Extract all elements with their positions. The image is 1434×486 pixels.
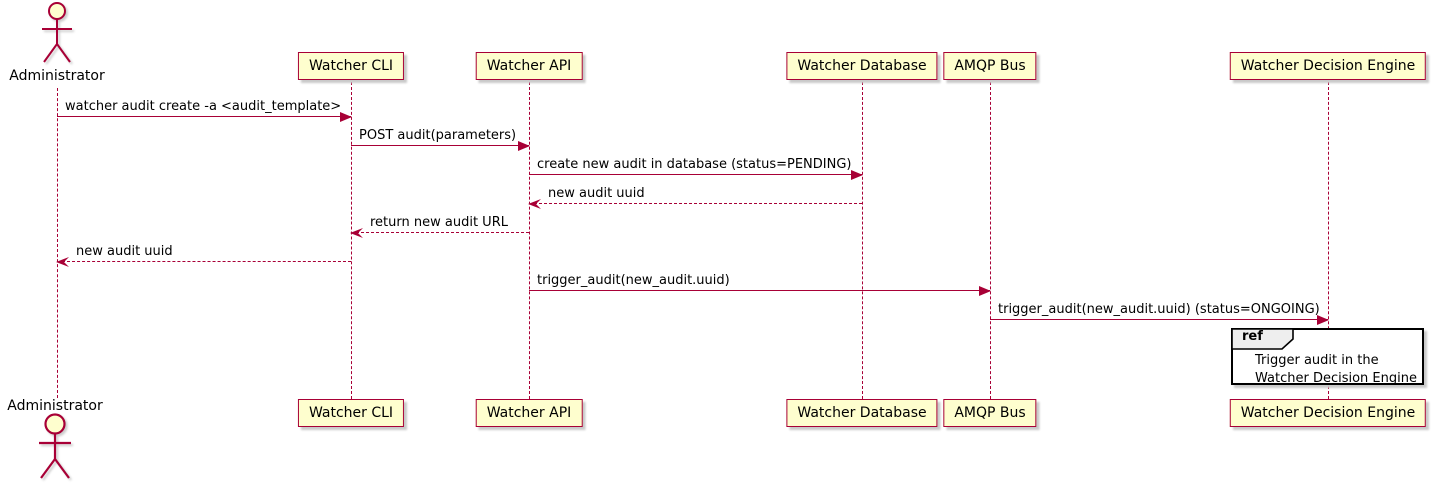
actor-label-top: Administrator [9,68,105,84]
arrowhead-left-icon [528,199,541,209]
participant-watcher-cli-top: Watcher CLI [297,52,405,80]
message-new-audit-uuid-to-admin: new audit uuid [56,244,351,267]
participant-label: Watcher Decision Engine [1240,57,1416,74]
participant-label: Watcher Database [797,404,927,421]
actor-icon-top [42,2,72,63]
ref-fragment: ref Trigger audit in the Watcher Decisio… [1231,328,1424,388]
participant-label: Watcher Database [797,57,927,74]
message-return-audit-url: return new audit URL [350,215,529,238]
participant-watcher-database-top: Watcher Database [786,52,938,80]
message-line [356,232,529,233]
participant-label: Watcher Decision Engine [1240,404,1416,421]
ref-tab: ref [1231,328,1295,350]
message-line [62,261,351,262]
lifeline-watcher-cli [351,82,352,399]
lifeline-administrator [57,88,58,398]
message-label: create new audit in database (status=PEN… [537,157,852,172]
message-label: new audit uuid [76,244,173,259]
message-line [534,203,862,204]
participant-label: AMQP Bus [954,57,1026,74]
participant-label: Watcher API [486,404,572,421]
participant-label: Watcher CLI [308,57,394,74]
arrowhead-left-icon [56,257,69,267]
arrowhead-right-icon [1317,315,1329,325]
message-trigger-audit-ongoing: trigger_audit(new_audit.uuid) (status=ON… [990,302,1329,325]
message-audit-create: watcher audit create -a <audit_template> [57,99,352,122]
participant-watcher-api-bottom: Watcher API [475,399,583,427]
ref-tab-shape-icon [1231,328,1294,350]
participant-watcher-api-top: Watcher API [475,52,583,80]
arrowhead-right-icon [340,112,352,122]
message-label: POST audit(parameters) [359,128,517,143]
participant-watcher-decision-engine-top: Watcher Decision Engine [1229,52,1427,80]
participant-watcher-cli-bottom: Watcher CLI [297,399,405,427]
participant-label: Watcher CLI [308,404,394,421]
lifeline-watcher-database [862,82,863,399]
message-new-audit-uuid-return: new audit uuid [528,186,862,209]
message-line [990,319,1328,320]
participant-watcher-database-bottom: Watcher Database [786,399,938,427]
message-label: return new audit URL [370,215,508,230]
participant-label: Watcher API [486,57,572,74]
lifeline-watcher-api [529,82,530,399]
ref-keyword: ref [1242,329,1263,344]
participant-label: AMQP Bus [954,404,1026,421]
participant-watcher-decision-engine-bottom: Watcher Decision Engine [1229,399,1427,427]
message-trigger-audit: trigger_audit(new_audit.uuid) [529,273,991,296]
participant-amqp-bus-bottom: AMQP Bus [943,399,1037,427]
arrowhead-right-icon [518,141,530,151]
arrowhead-right-icon [979,286,991,296]
ref-body: Trigger audit in the Watcher Decision En… [1255,352,1417,388]
message-create-audit-db: create new audit in database (status=PEN… [529,157,863,180]
message-post-audit: POST audit(parameters) [351,128,530,151]
participant-amqp-bus-top: AMQP Bus [943,52,1037,80]
message-label: trigger_audit(new_audit.uuid) [537,273,730,288]
arrowhead-left-icon [350,228,363,238]
message-line [529,290,990,291]
actor-icon-bottom [39,413,71,479]
lifeline-watcher-decision-engine [1328,82,1329,399]
arrowhead-right-icon [851,170,863,180]
message-label: trigger_audit(new_audit.uuid) (status=ON… [998,302,1320,317]
actor-label-bottom: Administrator [7,398,103,414]
message-line [529,174,862,175]
message-label: watcher audit create -a <audit_template> [65,99,342,114]
lifeline-amqp-bus [990,82,991,399]
ref-text-line: Trigger audit in the [1255,353,1379,368]
ref-text-line: Watcher Decision Engine [1255,371,1417,386]
message-line [351,145,529,146]
message-label: new audit uuid [548,186,645,201]
message-line [57,116,351,117]
